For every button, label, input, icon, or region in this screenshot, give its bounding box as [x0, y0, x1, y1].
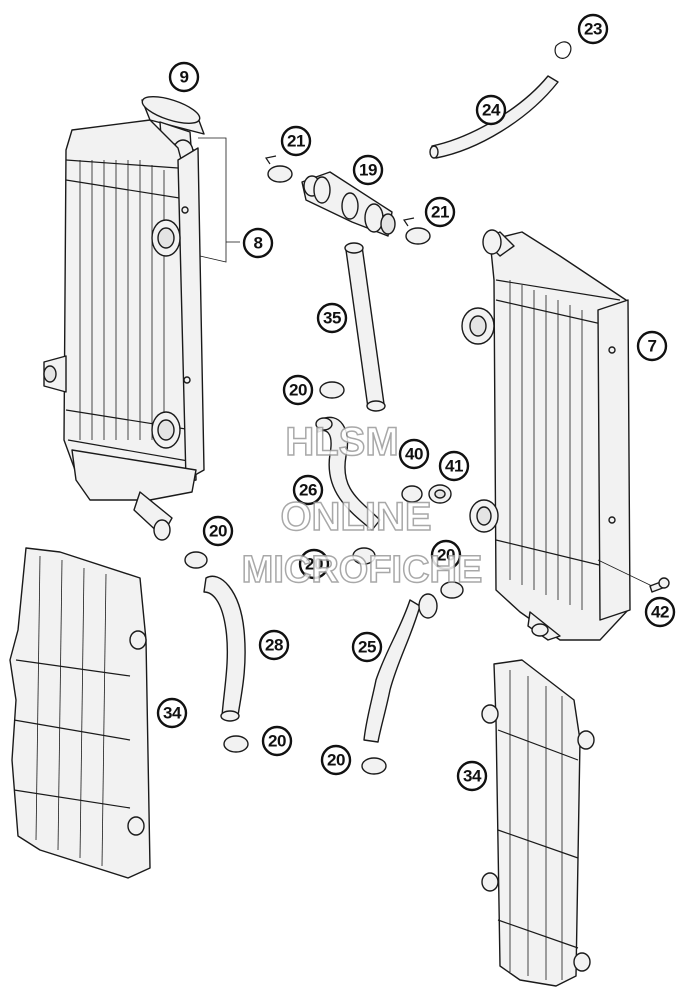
svg-text:23: 23: [584, 20, 602, 39]
thermostat-fitting-19: [301, 171, 396, 237]
callout-20-d: 20: [430, 539, 462, 571]
svg-text:21: 21: [287, 132, 305, 151]
hose-28: [203, 575, 246, 722]
callout-20-f: 20: [320, 744, 352, 776]
svg-text:24: 24: [482, 101, 501, 120]
callout-42: 42: [644, 596, 676, 628]
svg-text:40: 40: [405, 445, 423, 464]
hose-24: [429, 75, 559, 159]
svg-text:20: 20: [268, 732, 286, 751]
clamps-21: [265, 155, 431, 245]
svg-text:19: 19: [359, 161, 377, 180]
svg-text:34: 34: [163, 704, 182, 723]
hose-25: [363, 593, 438, 743]
callout-20-a: 20: [282, 374, 314, 406]
svg-text:20: 20: [209, 522, 227, 541]
callout-20-b: 20: [202, 515, 234, 547]
clamps-20: [184, 381, 464, 775]
hose-26: [315, 416, 381, 531]
callout-8: 8: [242, 227, 274, 259]
svg-text:20: 20: [289, 381, 307, 400]
screw-42: [597, 559, 670, 593]
clip-23: [554, 41, 572, 59]
pipe-35: [344, 242, 386, 412]
callout-24: 24: [475, 94, 507, 126]
callout-20-e: 20: [261, 725, 293, 757]
left-radiator-guard: [9, 547, 151, 879]
svg-text:35: 35: [323, 309, 341, 328]
callout-21-right: 21: [424, 196, 456, 228]
callout-7: 7: [636, 330, 668, 362]
callout-35: 35: [316, 302, 348, 334]
callout-19: 19: [352, 154, 384, 186]
left-radiator: [43, 96, 240, 541]
svg-text:7: 7: [648, 337, 657, 356]
callout-26: 26: [292, 474, 324, 506]
svg-text:34: 34: [463, 767, 482, 786]
svg-text:26: 26: [299, 481, 317, 500]
callout-40: 40: [398, 438, 430, 470]
svg-text:9: 9: [180, 68, 189, 87]
seal-40-41: [401, 484, 452, 504]
svg-text:25: 25: [358, 638, 376, 657]
callout-25: 25: [351, 631, 383, 663]
right-radiator: [461, 229, 631, 641]
svg-text:20: 20: [437, 546, 455, 565]
watermark-line-1: HLSM: [285, 420, 398, 464]
svg-text:28: 28: [265, 636, 283, 655]
svg-text:20: 20: [327, 751, 345, 770]
callout-28: 28: [258, 629, 290, 661]
svg-text:8: 8: [254, 234, 263, 253]
svg-text:21: 21: [431, 203, 449, 222]
watermark-line-3: MICROFICHE: [242, 549, 483, 591]
callout-21-top: 21: [280, 125, 312, 157]
watermark: HLSM ONLINE MICROFICHE: [241, 419, 483, 592]
callout-41: 41: [438, 450, 470, 482]
svg-text:20: 20: [305, 555, 323, 574]
callout-23: 23: [577, 13, 609, 45]
watermark-line-2: ONLINE: [280, 495, 431, 539]
callout-34-right: 34: [456, 760, 488, 792]
svg-text:42: 42: [651, 603, 669, 622]
callout-9: 9: [168, 61, 200, 93]
svg-text:41: 41: [445, 457, 463, 476]
right-radiator-guard: [481, 659, 595, 987]
callout-20-c: 20: [298, 548, 330, 580]
callout-34-left: 34: [156, 697, 188, 729]
